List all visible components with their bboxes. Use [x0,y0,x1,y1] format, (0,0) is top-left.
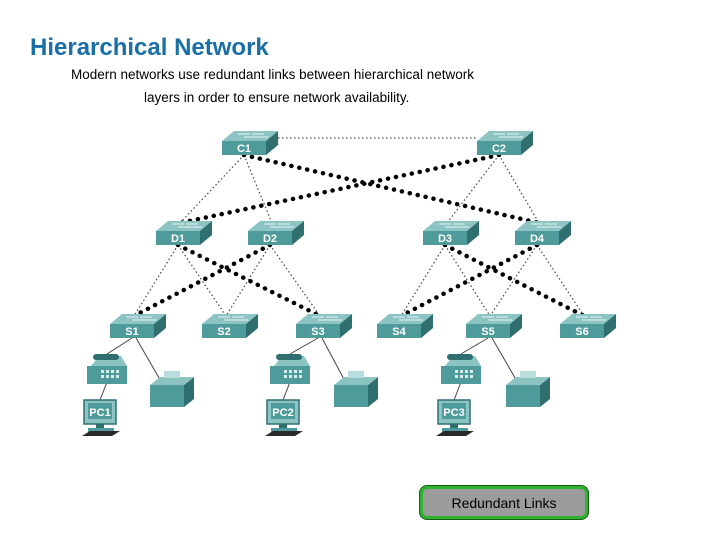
description-line-2: layers in order to ensure network availa… [144,90,410,105]
switch-c1[interactable]: C1 [221,130,279,156]
ip-phone[interactable] [441,354,481,384]
description-line-1: Modern networks use redundant links betw… [71,67,474,82]
pc-label: PC2 [272,407,293,419]
switch-d1[interactable]: D1 [155,220,213,246]
switch-c2[interactable]: C2 [476,130,534,156]
printer-icon [150,371,194,407]
pc-icon [265,399,303,436]
printer-icon [506,371,550,407]
redundant-link-C1-D4 [241,152,542,226]
device-label: C2 [492,143,506,155]
pc-3[interactable]: PC3 [436,399,474,436]
link-S5-printer [491,337,519,384]
device-label: S3 [311,326,324,338]
link-S3-printer [321,337,347,384]
ip-phone[interactable] [270,354,310,384]
link-S1-phone [106,337,133,355]
link-C2-D4 [498,154,540,224]
switch-d2[interactable]: D2 [247,220,305,246]
device-label: D4 [530,233,545,245]
switch-s3[interactable]: S3 [295,313,353,339]
redundant-link-D2-S1 [131,242,273,319]
redundant-link-D4-S4 [398,242,540,319]
printer[interactable] [506,371,550,407]
device-label: S2 [217,326,230,338]
device-label: S1 [125,326,138,338]
primary-links [99,137,585,401]
link-C1-D2 [243,154,273,224]
device-label: S5 [481,326,494,338]
link-S1-printer [135,337,163,384]
switch-s2[interactable]: S2 [201,313,259,339]
device-label: D2 [263,233,277,245]
switch-s5[interactable]: S5 [465,313,523,339]
switch-d4[interactable]: D4 [514,220,572,246]
printer[interactable] [150,371,194,407]
link-phone-pc [453,381,462,401]
redundant-links-button[interactable]: Redundant Links [420,486,588,519]
pc-label: PC3 [443,407,464,419]
printer[interactable] [334,371,378,407]
ip-phone-icon [87,354,127,384]
printer-icon [334,371,378,407]
link-S5-phone [460,337,489,355]
redundant-link-D3-S6 [442,242,587,319]
redundant-link-C2-D1 [177,152,502,226]
link-C1-D1 [179,154,245,224]
redundant-link-D1-S3 [175,242,323,319]
ip-phone[interactable] [87,354,127,384]
redundant-links [131,152,587,319]
device-label: D3 [438,233,452,245]
ip-phone-icon [270,354,310,384]
switch-d3[interactable]: D3 [422,220,480,246]
link-C2-D3 [446,154,500,224]
pc-icon [436,399,474,436]
device-label: D1 [171,233,185,245]
link-phone-pc [99,381,108,401]
pc-1[interactable]: PC1 [82,399,120,436]
device-label: C1 [237,143,251,155]
pc-label: PC1 [89,407,110,419]
switch-s4[interactable]: S4 [376,313,434,339]
page-title: Hierarchical Network [30,34,269,61]
device-label: S6 [575,326,588,338]
switch-s6[interactable]: S6 [559,313,617,339]
pc-2[interactable]: PC2 [265,399,303,436]
link-S3-phone [289,337,319,355]
pc-icon [82,399,120,436]
link-D2-S3 [269,244,321,317]
link-phone-pc [282,381,291,401]
ip-phone-icon [441,354,481,384]
switch-s1[interactable]: S1 [109,313,167,339]
device-label: S4 [392,326,406,338]
